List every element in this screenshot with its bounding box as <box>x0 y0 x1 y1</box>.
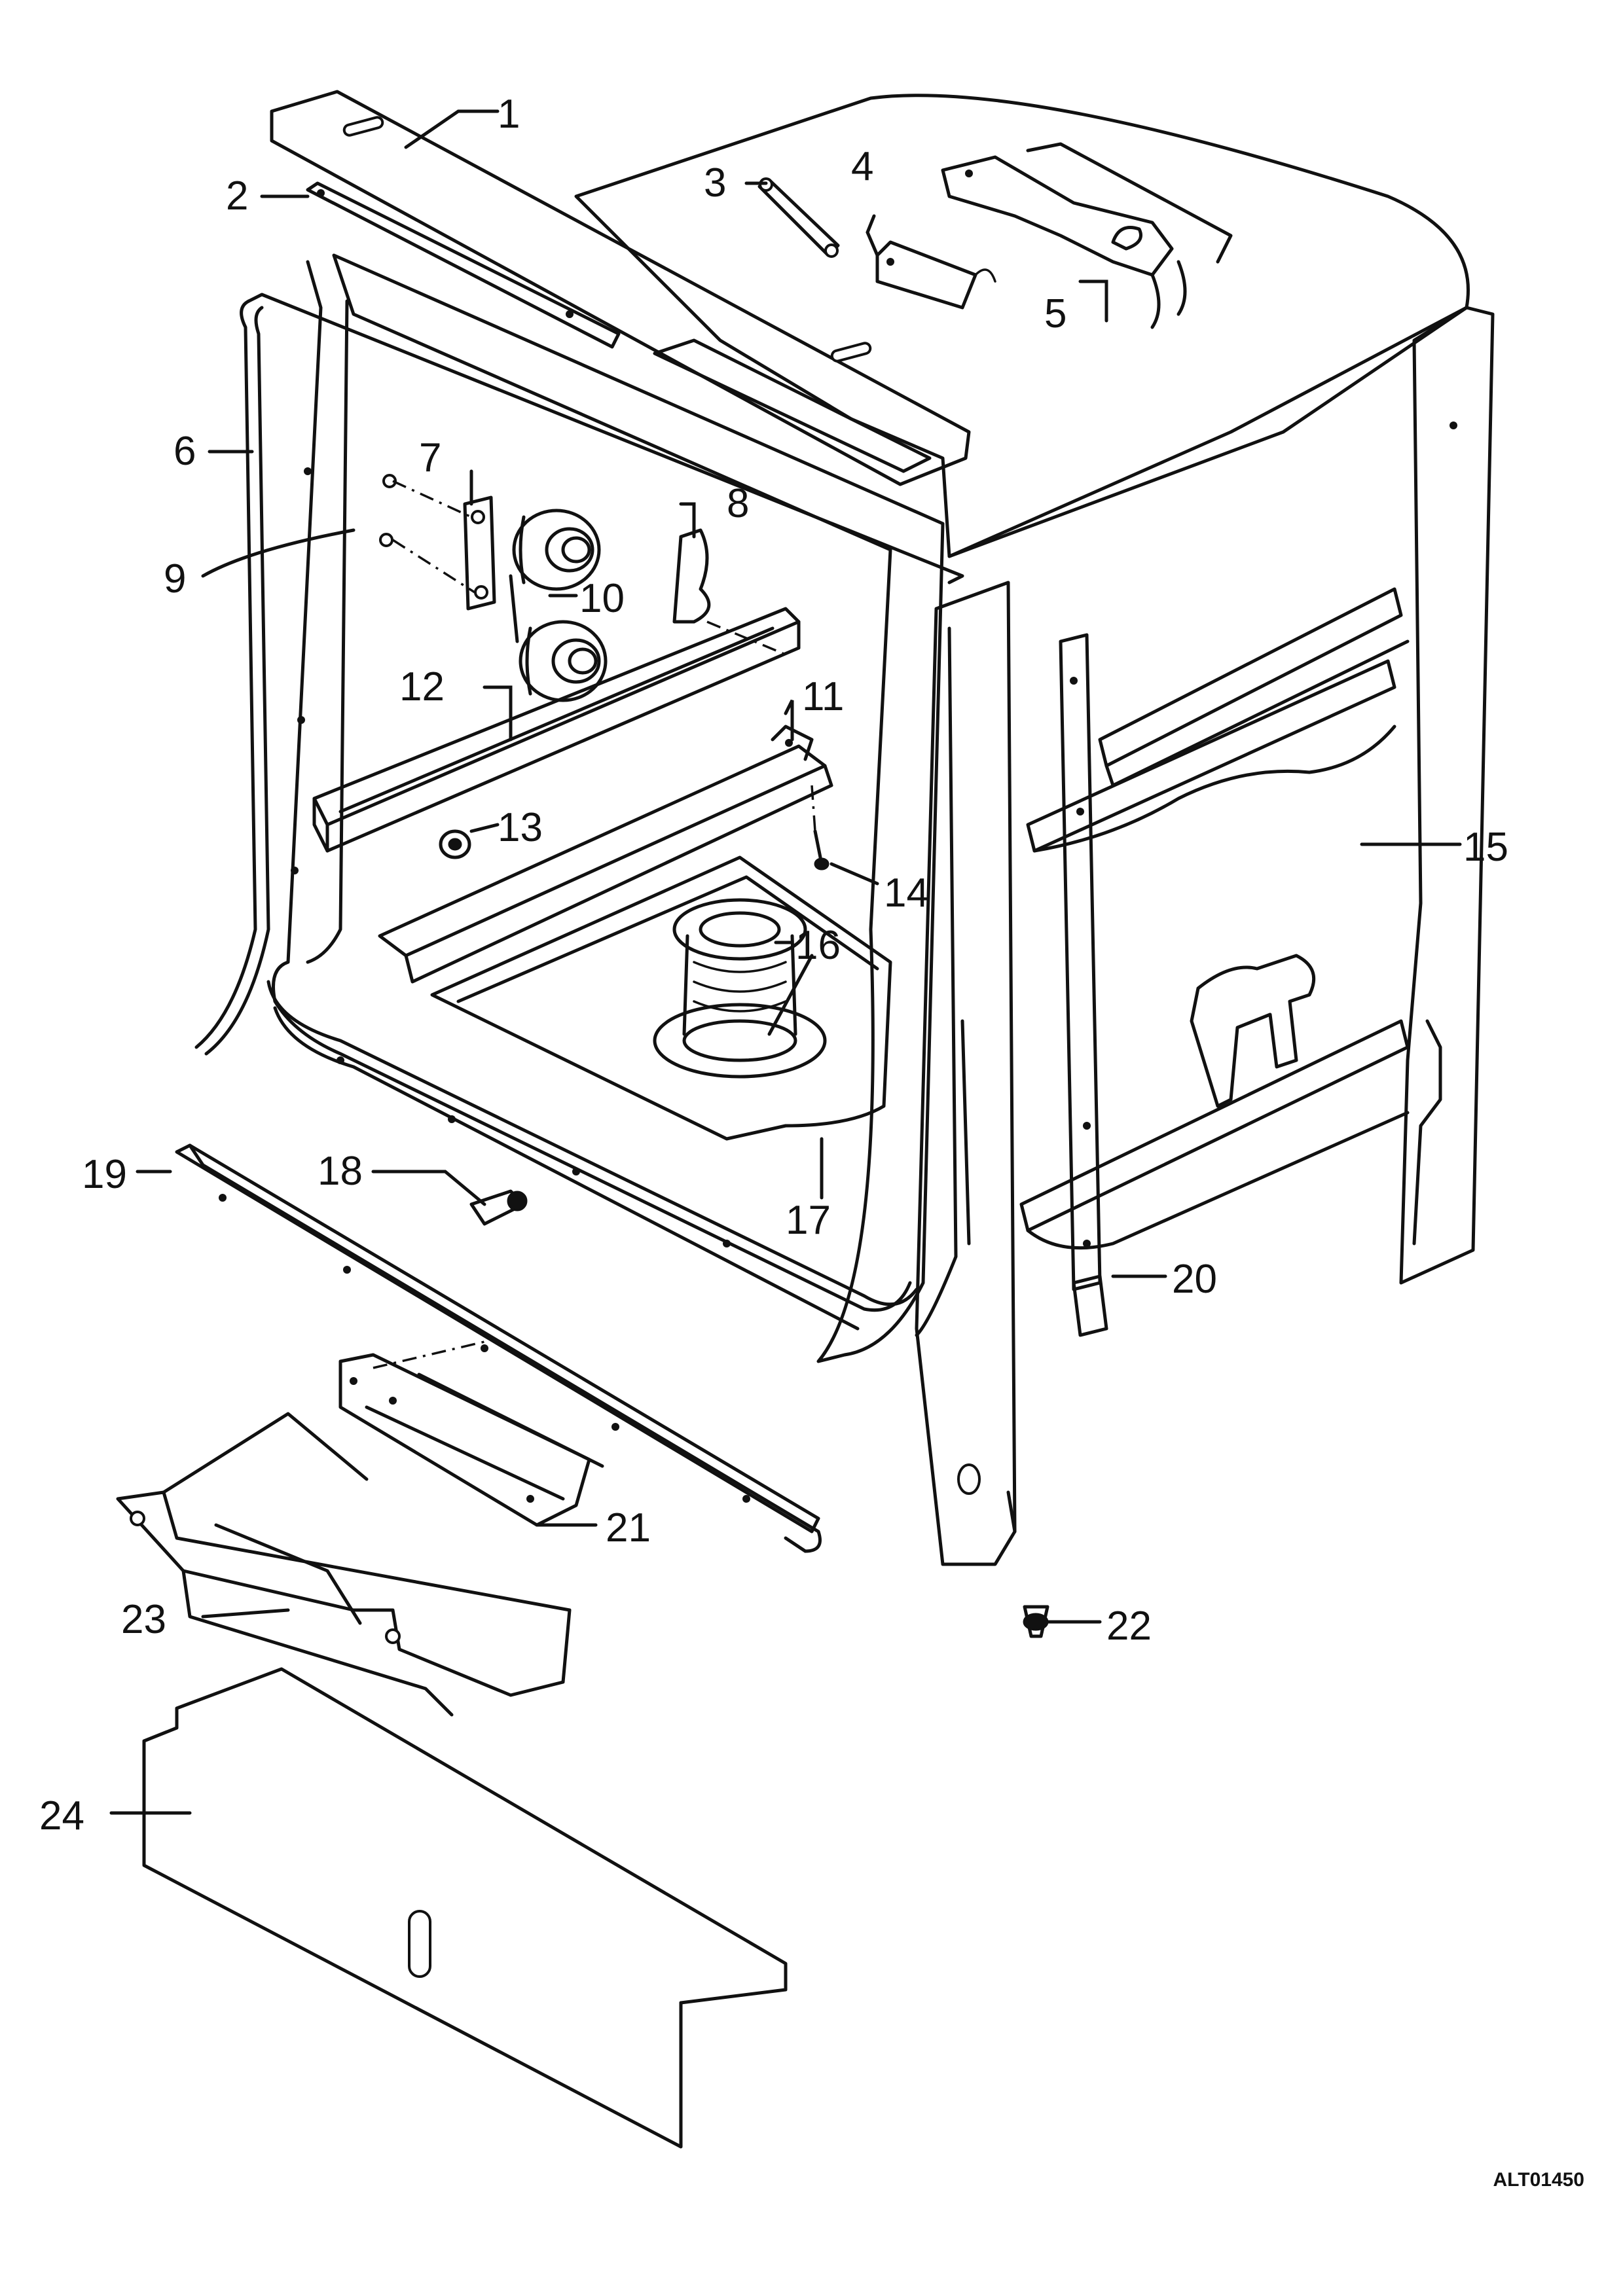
cabinet-side-frame <box>915 306 1495 1566</box>
part-1-top-strip <box>270 90 971 486</box>
callout-13: 13 <box>498 805 543 850</box>
callout-9: 9 <box>164 556 186 601</box>
part-17-tub-floor <box>430 855 892 1141</box>
part-11-lower-rail <box>378 725 833 984</box>
part-24-toe-kick-panel <box>142 1667 788 2149</box>
callout-21: 21 <box>606 1505 651 1551</box>
tub-bottom-rim <box>266 980 919 1331</box>
part-18-leveling-foot <box>469 1189 528 1226</box>
callout-15: 15 <box>1463 825 1508 870</box>
figure-code: ALT01450 <box>1493 2169 1584 2191</box>
part-20-mounting-bracket <box>1072 1274 1108 1337</box>
callout-5: 5 <box>1044 291 1067 336</box>
callout-23: 23 <box>121 1597 166 1642</box>
leader-lines <box>109 109 1462 1815</box>
part-2-top-rail <box>306 181 621 349</box>
callout-22: 22 <box>1106 1604 1152 1649</box>
callout-1: 1 <box>498 92 520 137</box>
part-7-roller-bracket <box>379 474 496 611</box>
callout-20: 20 <box>1172 1257 1217 1302</box>
part-15-cross-rails <box>1019 587 1410 1250</box>
callout-12: 12 <box>399 664 445 709</box>
part-16-filter <box>653 898 827 1079</box>
part-22-clip <box>1023 1605 1049 1638</box>
callout-19: 19 <box>82 1152 127 1197</box>
part-4-switch <box>875 240 996 310</box>
callout-10: 10 <box>579 576 625 621</box>
callout-14: 14 <box>884 870 929 916</box>
callout-7: 7 <box>419 435 441 480</box>
callout-6: 6 <box>173 429 196 474</box>
part-6-door-gasket <box>194 293 964 1056</box>
part-12-rack-rail <box>312 607 801 853</box>
callout-18: 18 <box>318 1149 363 1194</box>
callout-3: 3 <box>704 160 726 206</box>
callout-24: 24 <box>39 1793 84 1839</box>
callout-16: 16 <box>795 923 841 968</box>
part-9-tub-front-frame <box>272 253 945 1363</box>
part-10-rollers <box>509 509 608 702</box>
part-21-bracket-plate <box>338 1340 604 1527</box>
tub-top-panel <box>574 94 1470 558</box>
callout-4: 4 <box>851 144 873 189</box>
callout-labels: 1 2 3 4 5 6 7 8 9 10 11 12 13 14 15 16 1… <box>39 92 1508 1839</box>
part-19-front-rail <box>175 1143 822 1553</box>
part-23-toe-bracket <box>116 1412 572 1717</box>
part-14-screw <box>811 785 830 870</box>
callout-11: 11 <box>802 674 844 719</box>
callout-17: 17 <box>786 1198 831 1243</box>
part-5-latch-assembly <box>941 142 1233 329</box>
part-3-bracket <box>757 177 840 258</box>
callout-8: 8 <box>727 481 749 526</box>
callout-2: 2 <box>226 173 248 219</box>
part-13-grommet <box>439 829 471 859</box>
